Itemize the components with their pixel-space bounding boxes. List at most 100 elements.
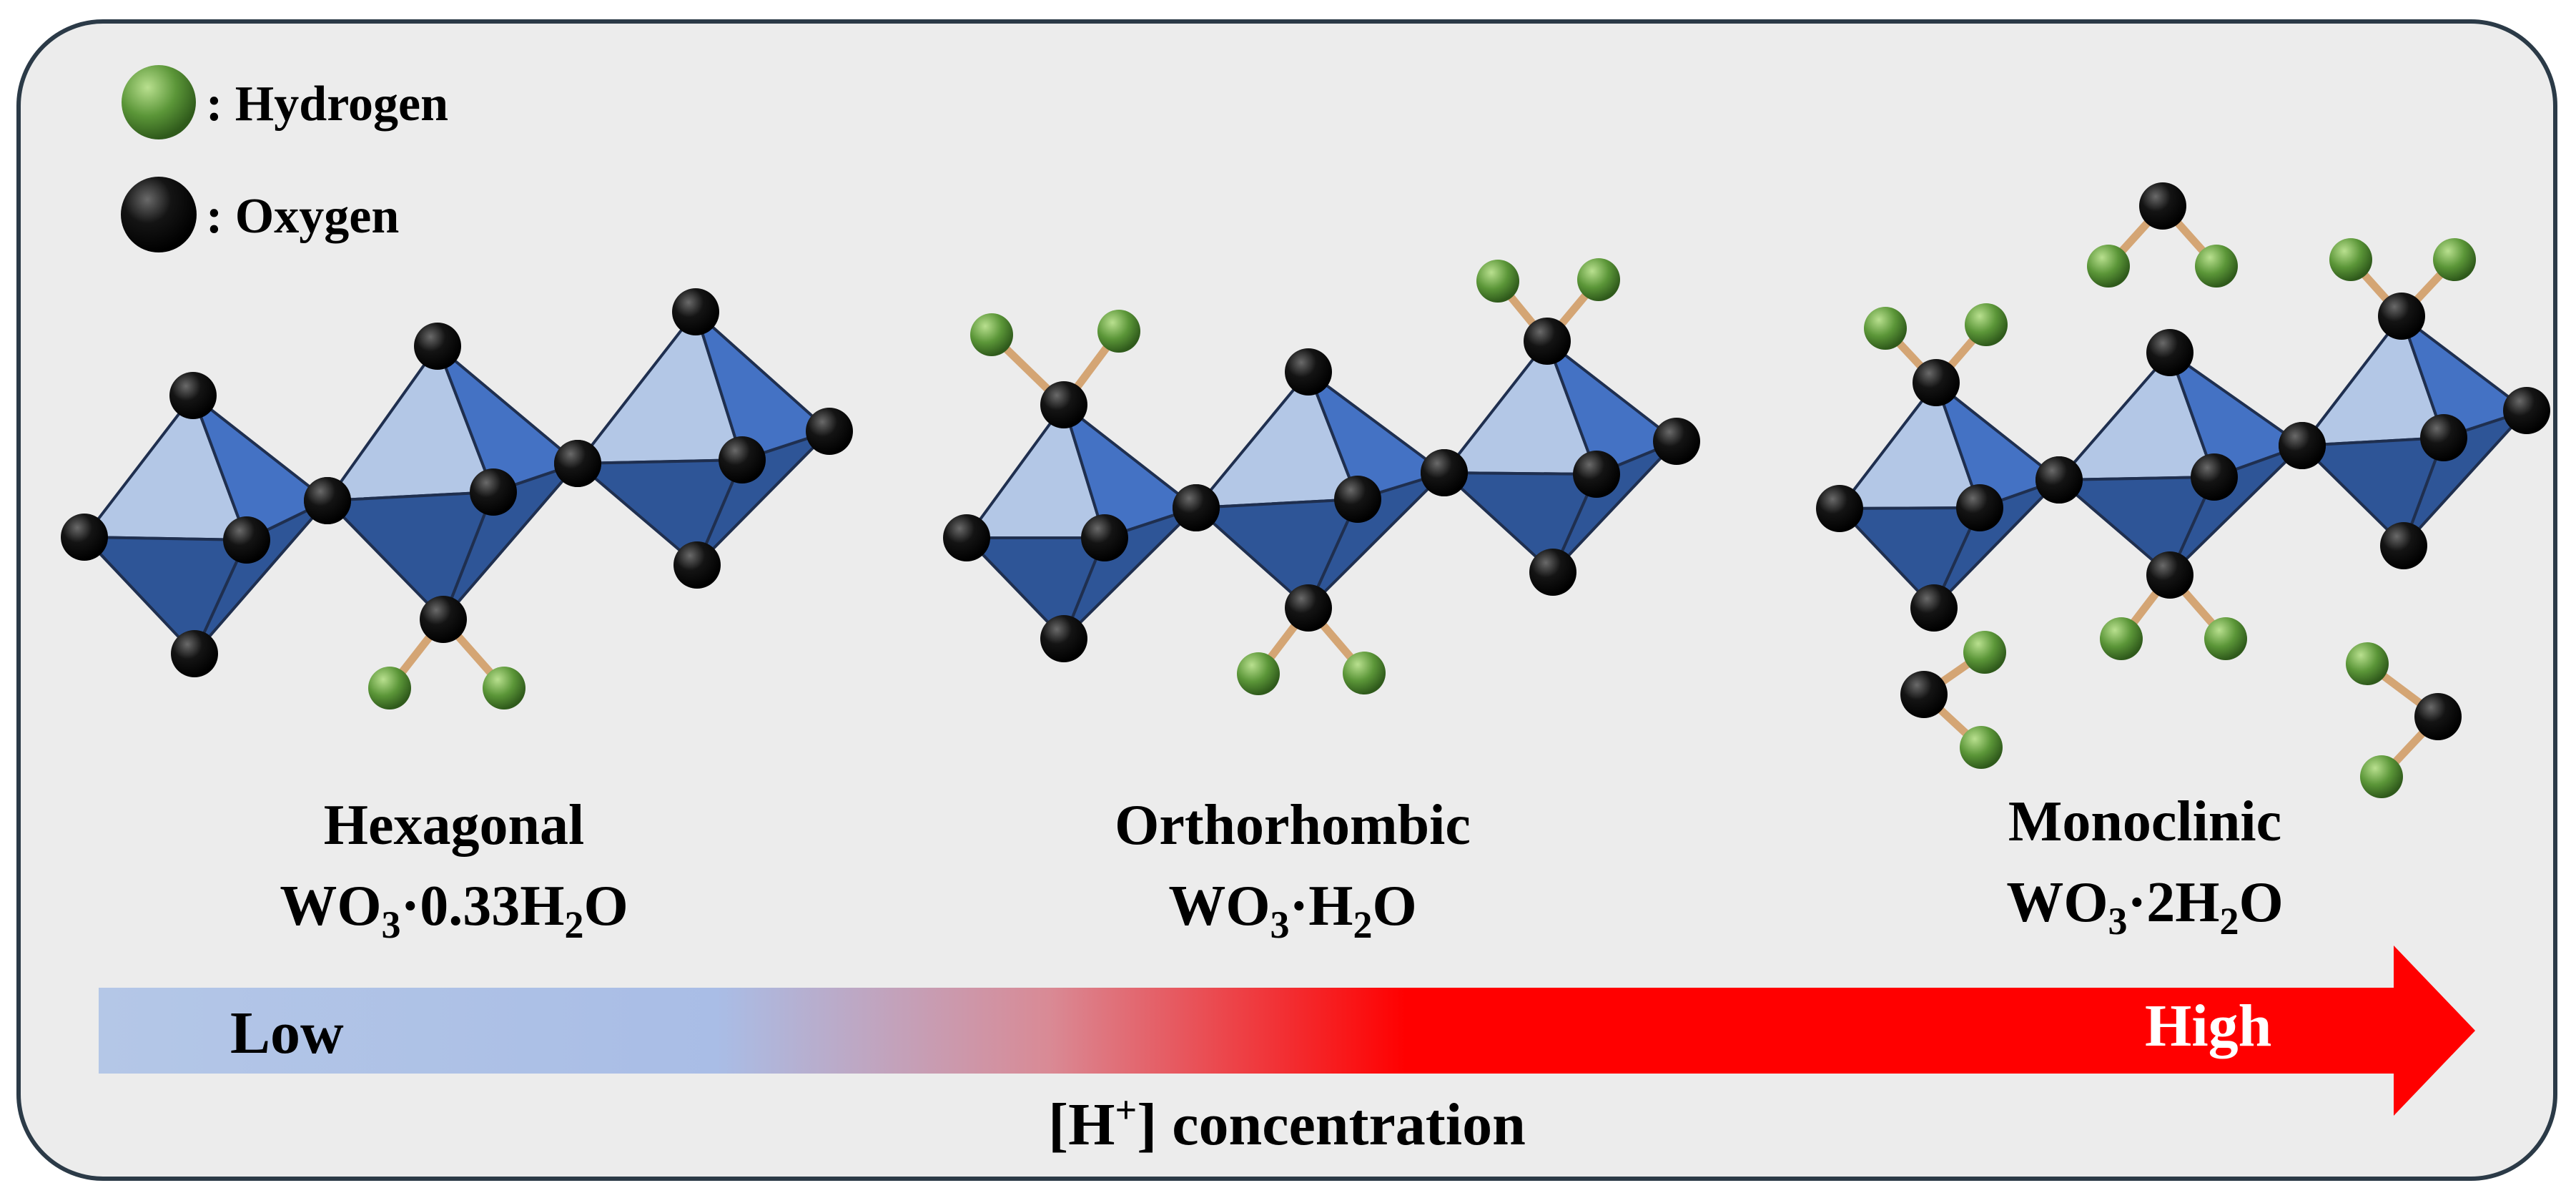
octahedron-face	[2402, 409, 2528, 547]
octahedron-face	[442, 462, 579, 621]
wo6-octahedron	[1195, 370, 1446, 609]
oxygen-atom	[1653, 418, 1700, 465]
octahedron-face	[193, 499, 329, 655]
hydrogen-atom-icon	[122, 65, 196, 139]
structure-label-orthorhombic: Orthorhombic WO3·H2O	[1115, 794, 1471, 946]
oxygen-atom	[304, 477, 351, 524]
oxygen-atom	[1910, 584, 1958, 632]
phase-name: Monoclinic	[2008, 790, 2281, 853]
oxygen-atom	[2380, 522, 2427, 569]
wo6-octahedron	[576, 310, 831, 566]
wo6-octahedron	[1838, 381, 2061, 609]
concentration-axis-label: [H+] concentration	[1048, 1089, 1526, 1158]
legend-oxygen: : Oxygen	[121, 177, 399, 252]
hydrogen-atom	[368, 667, 411, 709]
oxygen-atom	[2191, 453, 2238, 501]
octahedron-face	[696, 430, 831, 566]
octahedron-face	[1933, 478, 2061, 609]
hydrogen-atom	[2360, 755, 2403, 798]
oxygen-atom	[2146, 551, 2193, 599]
hydrogen-atom	[483, 667, 525, 709]
structure-label-hexagonal: Hexagonal WO3·0.33H2O	[280, 794, 628, 946]
formula: WO3·H2O	[1168, 875, 1416, 946]
atoms-layer	[61, 182, 2550, 798]
oxygen-atom	[1900, 671, 1948, 718]
oxygen-atom	[2279, 422, 2326, 469]
low-label: Low	[230, 1000, 344, 1066]
wo6-octahedron	[326, 345, 579, 621]
oxygen-atom	[2035, 456, 2083, 504]
oxygen-atom	[169, 372, 217, 419]
hydrogen-atom	[2195, 245, 2238, 288]
hydrogen-atom	[2087, 245, 2130, 288]
oxygen-atom	[1956, 484, 2003, 531]
oxygen-atom	[1173, 484, 1220, 531]
concentration-arrow: Low High	[99, 946, 2475, 1116]
wo6-octahedron	[2058, 351, 2304, 576]
oxygen-atom	[2414, 693, 2462, 740]
oxygen-atom-icon	[121, 177, 197, 252]
oxygen-atom	[420, 596, 467, 643]
oxygen-atom	[470, 468, 517, 516]
hydrogen-atom	[2433, 238, 2476, 281]
oxygen-atom	[2420, 414, 2467, 461]
oxygen-atom	[1816, 485, 1863, 532]
oxygen-atom	[2139, 182, 2186, 230]
hydrogen-atom	[1963, 631, 2006, 674]
oxygen-atom	[1334, 476, 1381, 523]
wo6-octahedron	[965, 403, 1198, 640]
legend-oxygen-label: : Oxygen	[206, 189, 399, 244]
high-label: High	[2145, 993, 2271, 1059]
hydrogen-atom	[1476, 260, 1519, 303]
hydrogen-atom	[2100, 617, 2143, 660]
hydrogen-atom	[1237, 652, 1280, 695]
oxygen-atom	[2378, 293, 2425, 340]
hydrogen-atom	[1965, 303, 2008, 346]
wo6-octahedron	[2301, 315, 2528, 547]
oxygen-atom	[2146, 329, 2193, 376]
hydrogen-atom	[2329, 238, 2372, 281]
octahedra-layer	[83, 310, 2528, 655]
oxygen-atom	[1285, 348, 1332, 396]
oxygen-atom	[1081, 514, 1128, 561]
legend-hydrogen-label: : Hydrogen	[206, 77, 448, 132]
octahedron-face	[2168, 444, 2304, 576]
oxygen-atom	[719, 436, 766, 483]
legend: : Hydrogen : Oxygen	[121, 65, 448, 252]
octahedron-face	[1062, 506, 1198, 640]
oxygen-atom	[1040, 615, 1087, 662]
hydrogen-atom	[1097, 310, 1140, 353]
oxygen-atom	[943, 514, 990, 561]
arrow-shape	[99, 946, 2475, 1116]
phase-name: Hexagonal	[324, 794, 584, 857]
oxygen-atom	[223, 516, 270, 564]
hydrogen-atom	[970, 313, 1013, 356]
oxygen-atom	[414, 323, 461, 370]
formula: WO3·2H2O	[2006, 871, 2283, 943]
hydrogen-atom	[2204, 617, 2247, 660]
wo6-octahedron	[1443, 340, 1678, 574]
oxygen-atom	[1524, 318, 1571, 365]
hydrogen-atom	[1577, 258, 1620, 301]
octahedron-face	[1307, 471, 1446, 609]
octahedron-face	[1551, 440, 1678, 574]
oxygen-atom	[554, 440, 601, 487]
oxygen-atom	[1285, 584, 1332, 632]
hydrogen-atom	[1864, 307, 1907, 350]
oxygen-atom	[672, 288, 719, 335]
oxygen-atom	[1421, 449, 1468, 496]
oxygen-atom	[806, 408, 853, 455]
oxygen-atom	[1040, 381, 1087, 428]
hydrogen-atom	[2346, 642, 2389, 685]
oxygen-atom	[673, 541, 721, 589]
oxygen-atom	[1573, 451, 1620, 498]
oxygen-atom	[2503, 387, 2550, 434]
hydrogen-atom	[1960, 726, 2003, 769]
phase-name: Orthorhombic	[1115, 794, 1471, 857]
oxygen-atom	[1529, 549, 1576, 596]
oxygen-atom	[171, 630, 218, 677]
wo6-octahedron	[83, 394, 329, 655]
hydrogen-atom	[1343, 652, 1386, 694]
structure-label-monoclinic: Monoclinic WO3·2H2O	[2006, 790, 2283, 943]
